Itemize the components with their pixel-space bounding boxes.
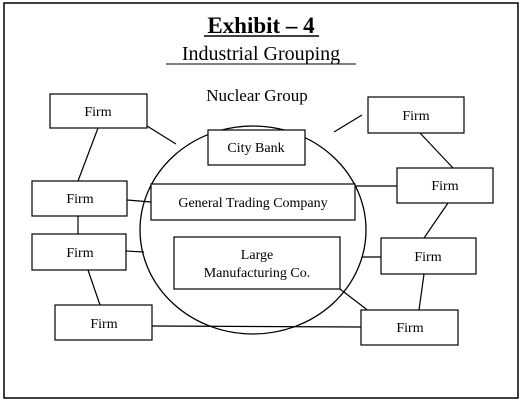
- connector-firm1-circle: [146, 125, 177, 145]
- firm-label: Firm: [84, 105, 111, 120]
- firm-label: Firm: [396, 321, 423, 336]
- firm-label: Firm: [402, 109, 429, 124]
- member-general-trading-company-label: General Trading Company: [178, 196, 327, 211]
- connector-firm4-firm8: [151, 325, 362, 328]
- firm-box: Firm: [367, 96, 465, 134]
- connector-firm3-firm4: [87, 269, 101, 306]
- member-large-manufacturing-co-label-line2: Manufacturing Co.: [204, 266, 311, 281]
- firm-box: Firm: [380, 237, 477, 275]
- nuclear-group-label: Nuclear Group: [206, 86, 308, 105]
- member-city-bank: City Bank: [207, 129, 306, 166]
- exhibit-title: Exhibit – 4: [207, 13, 315, 38]
- member-large-manufacturing-co-label-line1: Large: [241, 248, 273, 263]
- exhibit-frame: [3, 2, 519, 399]
- firm-label: Firm: [66, 192, 93, 207]
- connector-firm2-gtc: [126, 199, 152, 203]
- member-large-manufacturing-co: Large Manufacturing Co.: [173, 236, 341, 290]
- connector-firm5-circle: [333, 114, 363, 133]
- firm-box: Firm: [360, 309, 459, 346]
- firm-box: Firm: [31, 233, 127, 271]
- connector-firm1-firm2: [77, 127, 99, 182]
- firm-label: Firm: [414, 250, 441, 265]
- member-city-bank-label: City Bank: [227, 141, 284, 156]
- firm-box: Firm: [31, 180, 128, 217]
- connector-firm3-circle: [125, 250, 145, 253]
- firm-box: Firm: [49, 93, 148, 129]
- firm-box: Firm: [54, 304, 153, 341]
- nuclear-group-circle: [139, 125, 367, 335]
- connector-lmc-firm8: [339, 288, 371, 313]
- firm-label: Firm: [90, 317, 117, 332]
- connector-firm5-firm6: [419, 132, 454, 169]
- member-general-trading-company: General Trading Company: [150, 183, 356, 221]
- connector-firm6-firm7: [423, 202, 449, 239]
- firm-box: Firm: [396, 167, 494, 204]
- exhibit-subtitle: Industrial Grouping: [182, 43, 340, 65]
- connector-firm7-firm8: [418, 273, 425, 311]
- connector-lines: [77, 114, 454, 328]
- firm-label: Firm: [66, 246, 93, 261]
- firm-label: Firm: [431, 179, 458, 194]
